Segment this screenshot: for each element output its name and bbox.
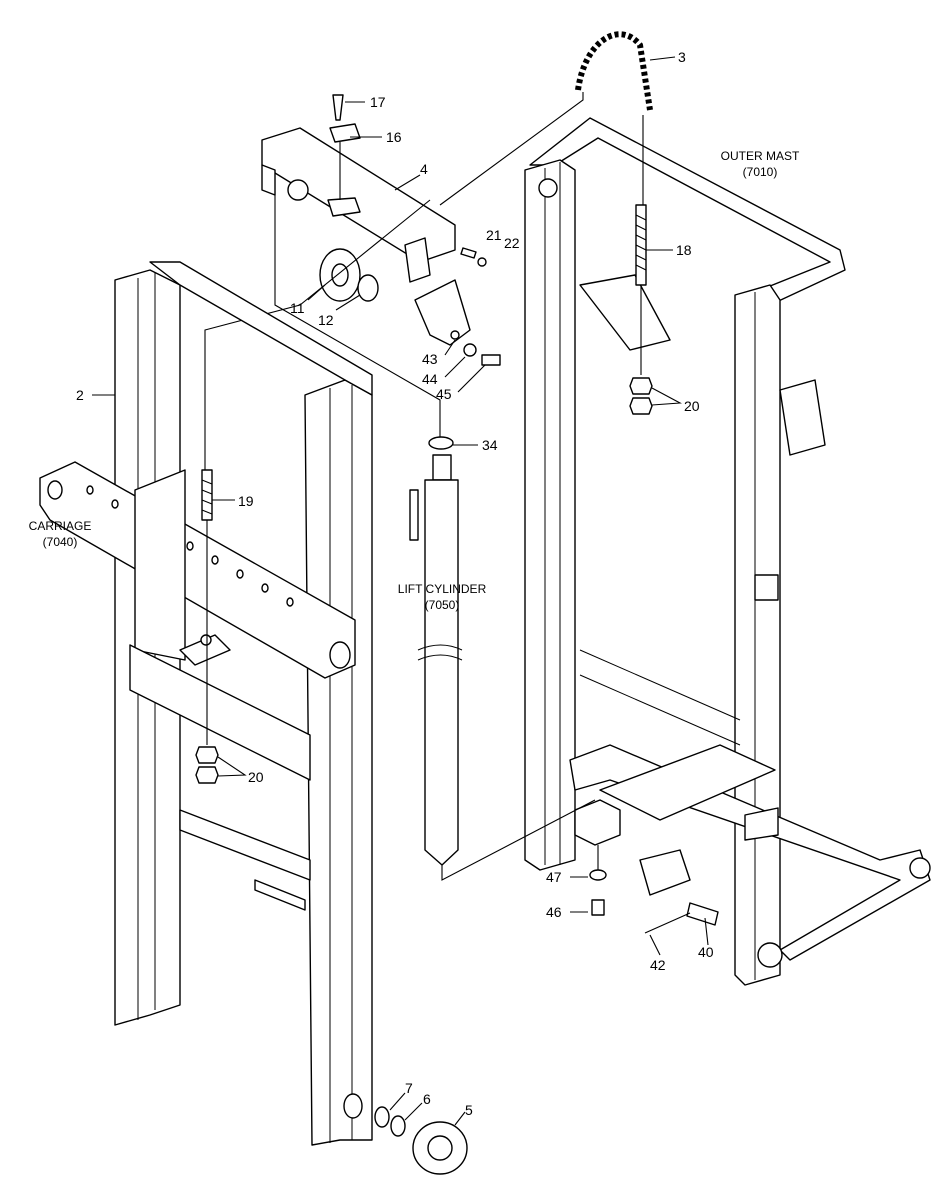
assembly-labels: OUTER MAST (7010) CARRIAGE (7040) LIFT C… [29,149,800,612]
outer-mast-label: OUTER MAST [721,149,800,163]
lift-cylinder-label: LIFT CYLINDER [398,582,487,596]
roller-bearing-parts [374,1106,468,1175]
carriage-label: CARRIAGE [29,519,92,533]
callout-47: 47 [546,869,562,885]
callout-42: 42 [650,957,666,973]
callout-leaders [92,56,709,1126]
crosshead-assembly [204,94,501,470]
callout-43: 43 [422,351,438,367]
callout-46: 46 [546,904,562,920]
callout-6: 6 [423,1091,431,1107]
callout-45: 45 [436,386,452,402]
callout-2: 2 [76,387,84,403]
callout-12: 12 [318,312,334,328]
outer-mast-code: (7010) [743,165,778,179]
callout-21: 21 [486,227,502,243]
chain-anchor-bolt-18 [629,204,653,415]
callout-22: 22 [504,235,520,251]
callout-40: 40 [698,944,714,960]
callout-44: 44 [422,371,438,387]
callout-3: 3 [678,49,686,65]
callout-4: 4 [420,161,428,177]
carriage-code: (7040) [43,535,78,549]
callout-18: 18 [676,242,692,258]
callout-7: 7 [405,1080,413,1096]
outer-mast-assembly [524,117,931,986]
carriage-assembly [39,461,356,784]
callout-16: 16 [386,129,402,145]
callout-5: 5 [465,1102,473,1118]
callout-19: 19 [238,493,254,509]
callout-20-carriage: 20 [248,769,264,785]
callout-17: 17 [370,94,386,110]
lift-chain [439,31,653,206]
lift-cylinder-assembly [409,436,719,934]
callout-11: 11 [290,300,305,316]
lift-cylinder-code: (7050) [425,598,460,612]
callout-34: 34 [482,437,498,453]
callout-numbers: 3 17 16 4 21 22 18 11 12 43 44 45 20 2 3… [76,49,714,1118]
callout-20-outer: 20 [684,398,700,414]
